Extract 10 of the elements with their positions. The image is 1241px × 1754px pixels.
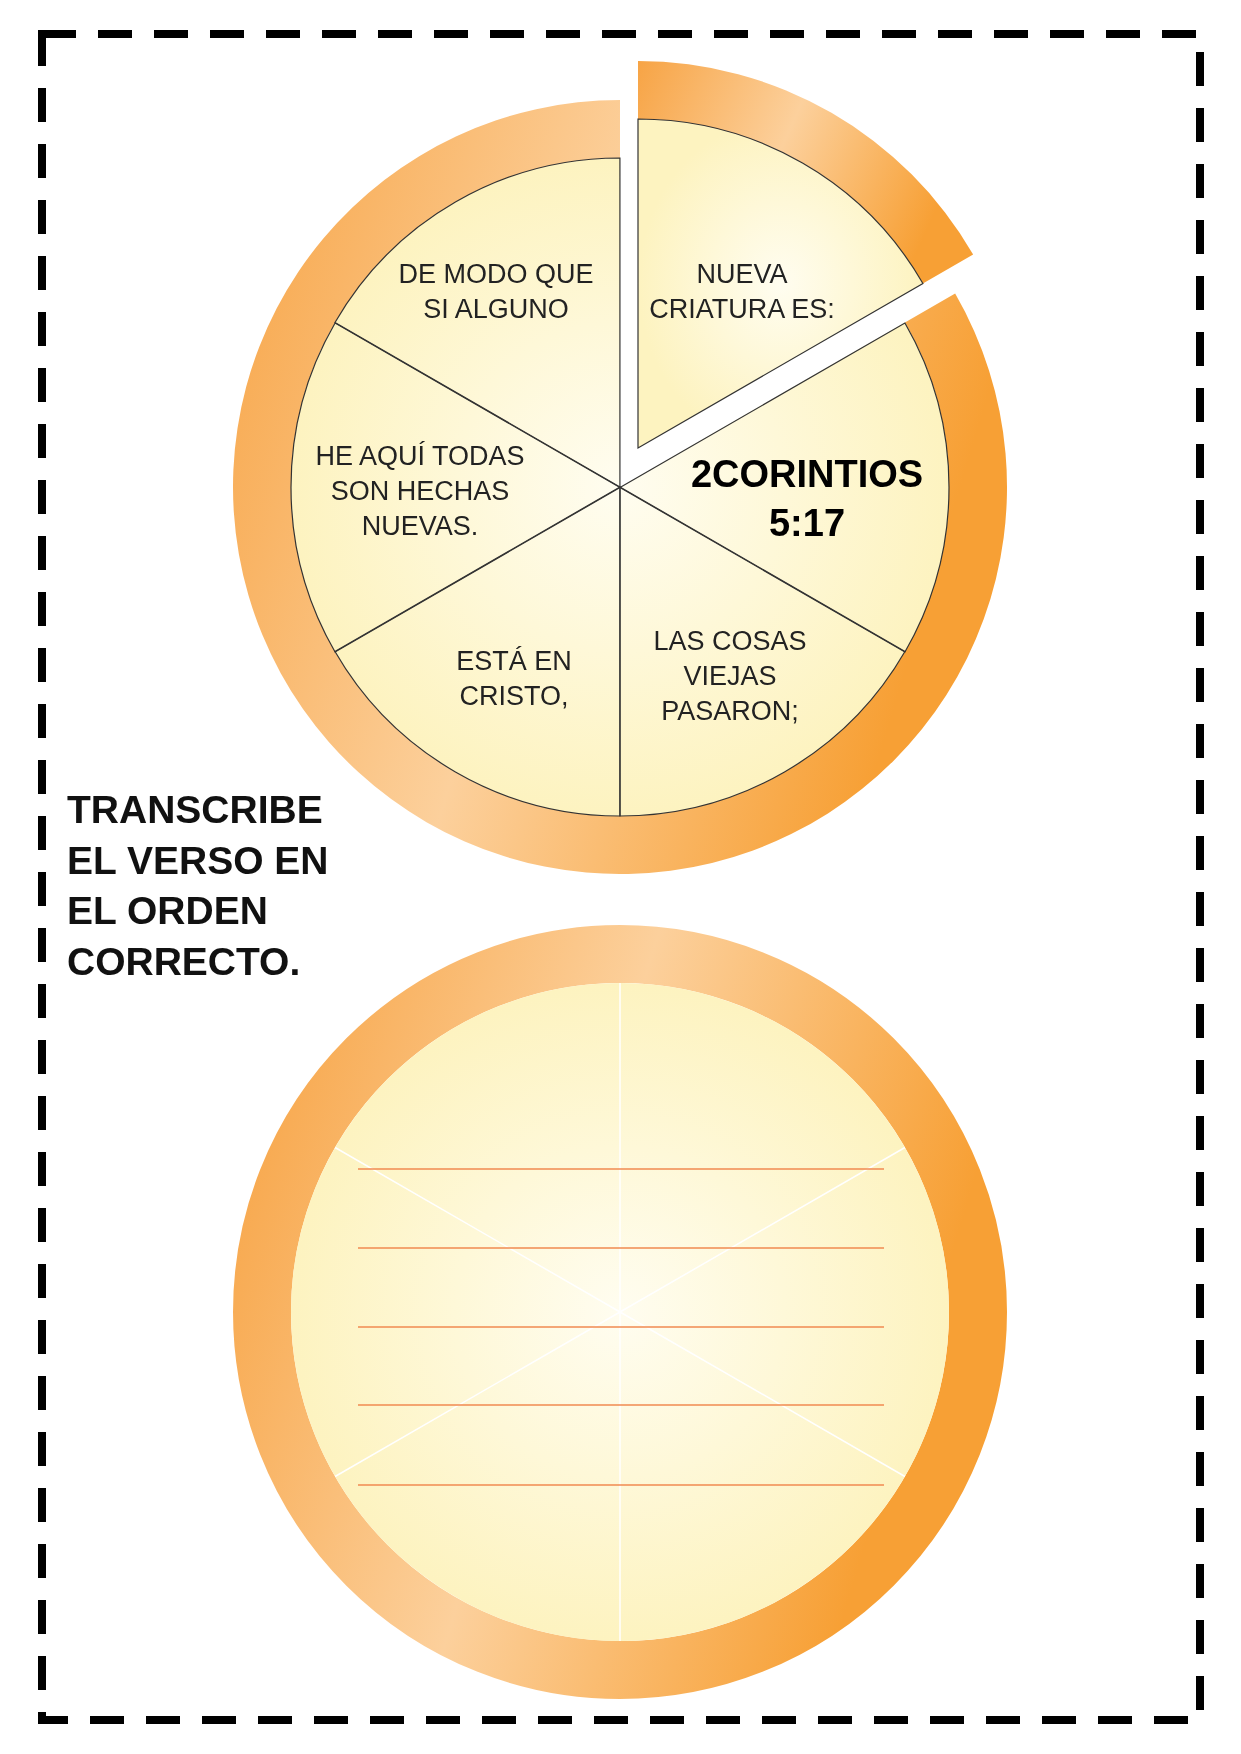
verse-fragment: NUEVA CRIATURA ES: <box>648 257 836 326</box>
pie-slice <box>638 61 974 448</box>
verse-fragment: LAS COSAS VIEJAS PASARON; <box>652 625 808 729</box>
pie-slice <box>620 487 905 816</box>
verse-fragment: DE MODO QUE SI ALGUNO <box>397 257 595 326</box>
verse-fragment: HE AQUÍ TODAS SON HECHAS NUEVAS. <box>314 440 526 544</box>
instruction-heading: TRANSCRIBE EL VERSO EN EL ORDEN CORRECTO. <box>67 787 330 986</box>
pie-slice <box>620 322 949 652</box>
verse-fragment: ESTÁ EN CRISTO, <box>455 644 573 713</box>
verse-fragment: 2CORINTIOS 5:17 <box>689 451 925 546</box>
